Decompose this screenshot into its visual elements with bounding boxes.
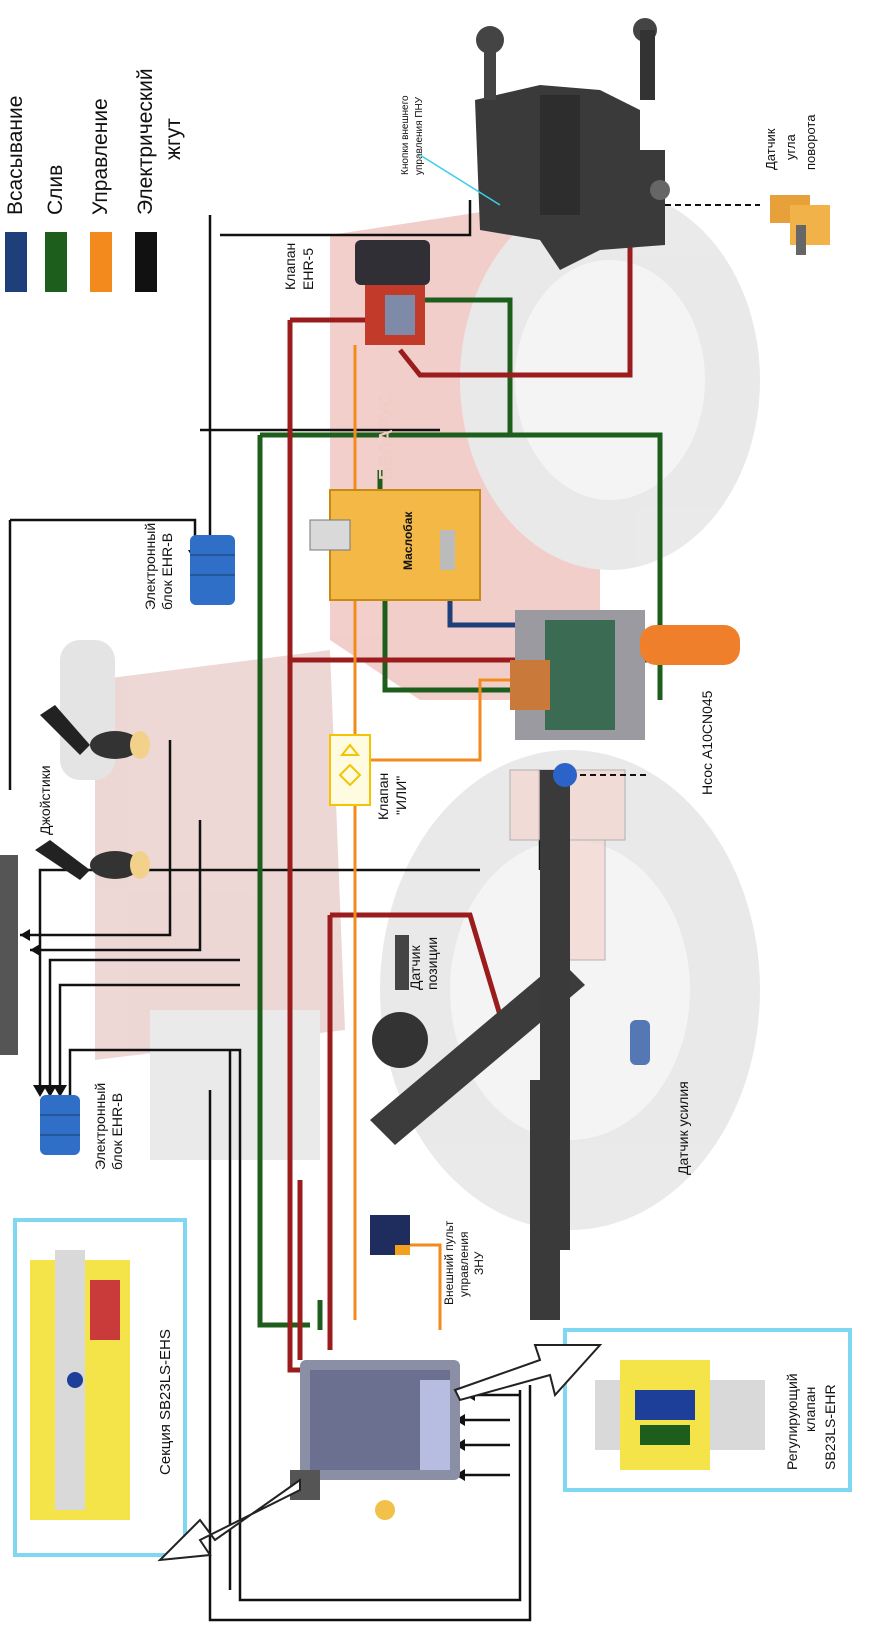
legend-label-drain: Слив bbox=[44, 165, 67, 215]
remote-panel bbox=[370, 1215, 410, 1255]
angle-sensor-label-3: поворота bbox=[803, 114, 818, 170]
pnu-buttons-label-1: Кнопки внешнего bbox=[400, 95, 411, 175]
section-drawing bbox=[30, 1250, 130, 1520]
or-valve-label-2: "ИЛИ" bbox=[393, 776, 409, 815]
oil-tank bbox=[309, 489, 481, 601]
display-panel bbox=[0, 855, 18, 1055]
legend-label-harness: Электрический bbox=[134, 68, 157, 215]
or-valve bbox=[329, 734, 371, 806]
ehr5-valve bbox=[355, 240, 430, 345]
tractor-silhouette bbox=[60, 190, 760, 1230]
force-sensor bbox=[630, 1020, 650, 1065]
remote-panel-label-2: управления bbox=[457, 1232, 471, 1297]
section-frame bbox=[13, 1218, 187, 1557]
position-sensor-label-2: позиции bbox=[424, 937, 440, 990]
ehrb-top-label-2: блок EHR-B bbox=[159, 533, 175, 610]
reg-valve-label-2: клапан bbox=[802, 1387, 818, 1432]
angle-sensor bbox=[665, 195, 830, 255]
reg-valve-label-1: Регулирующий bbox=[784, 1373, 800, 1470]
pump-label: Нсос A10CN045 bbox=[699, 690, 715, 795]
legend-swatch-suction bbox=[5, 232, 27, 292]
ehr5-label-1: Клапан bbox=[282, 243, 298, 290]
reg-valve-callout-arrow bbox=[453, 1344, 603, 1402]
or-valve-label-1: Клапан bbox=[375, 773, 391, 820]
legend-label-harness-2: жгут bbox=[162, 118, 185, 160]
section-label: Секция SB23LS-EHS bbox=[157, 1329, 174, 1475]
reg-valve-frame bbox=[563, 1328, 852, 1492]
joysticks bbox=[35, 705, 150, 880]
ehrb-bottom-label-1: Электронный bbox=[92, 1083, 108, 1170]
distributor-block bbox=[290, 1360, 460, 1520]
pump bbox=[510, 610, 740, 740]
angle-sensor-label-2: угла bbox=[783, 133, 798, 160]
reg-valve-label-3: SB23LS-EHR bbox=[822, 1384, 838, 1470]
remote-panel-label-3: ЗНУ bbox=[472, 1251, 486, 1275]
legend-swatch-drain bbox=[45, 232, 67, 292]
legend-label-suction: Всасывание bbox=[4, 96, 27, 215]
reg-valve-drawing bbox=[595, 1360, 765, 1470]
ehrb-block-bottom bbox=[40, 1095, 80, 1155]
remote-panel-label-1: Внешний пульт bbox=[442, 1220, 456, 1305]
joysticks-label: Джойстики bbox=[37, 765, 53, 835]
angle-sensor-label-1: Датчик bbox=[763, 128, 778, 170]
ehrb-bottom-label-2: блок EHR-B bbox=[109, 1093, 125, 1170]
legend: Всасывание Слив Управление Электрический… bbox=[4, 68, 185, 292]
legend-swatch-control bbox=[90, 232, 112, 292]
rear-hitch-top bbox=[475, 18, 670, 270]
force-sensor-label: Датчик усилия bbox=[675, 1081, 691, 1175]
ehrb-top-label-1: Электронный bbox=[142, 523, 158, 610]
legend-label-control: Управление bbox=[89, 98, 112, 215]
tank-label: Маслобак bbox=[401, 511, 415, 570]
pnu-pointer bbox=[419, 154, 501, 206]
ehr5-label-2: EHR-5 bbox=[300, 248, 316, 290]
section-callout-arrow bbox=[157, 1478, 301, 1562]
position-sensor-label-1: Датчик bbox=[407, 945, 423, 990]
brand-watermark: БЕЛАРУС bbox=[376, 393, 396, 480]
legend-swatch-harness bbox=[135, 232, 157, 292]
ehrb-block-top bbox=[190, 535, 235, 605]
pnu-buttons-label-2: управления ПНУ bbox=[414, 96, 425, 175]
lift-linkage bbox=[370, 763, 585, 1320]
